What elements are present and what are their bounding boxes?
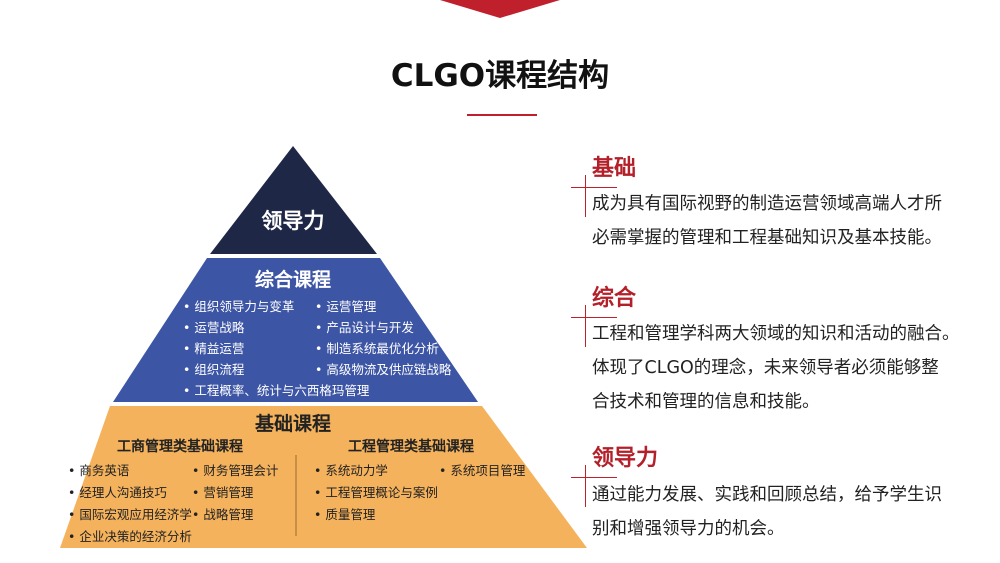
section-line: 合技术和管理的信息和技能。 — [592, 392, 820, 412]
list-item: 系统动力学 — [314, 460, 438, 482]
list-item: 组织领导力与变革 — [183, 296, 369, 317]
section-marker — [571, 317, 617, 318]
list-item: 组织流程 — [183, 359, 369, 380]
top-red-triangle — [440, 0, 560, 18]
section-heading: 综合 — [592, 286, 637, 311]
list-item: 高级物流及供应链战略 — [315, 359, 451, 380]
list-item: 质量管理 — [314, 504, 438, 526]
tier-integrated-title: 综合课程 — [254, 269, 331, 291]
list-item: 国际宏观应用经济学 — [68, 504, 192, 526]
section-marker — [571, 187, 617, 188]
section-line: 体现了CLGO的理念，未来领导者必须能够整 — [592, 358, 939, 378]
tier-leadership-title: 领导力 — [261, 209, 325, 233]
section-marker — [585, 305, 586, 347]
list-item: 工程管理概论与案例 — [314, 482, 438, 504]
integrated-right-list: 运营管理 产品设计与开发 制造系统最优化分析 高级物流及供应链战略 — [315, 296, 451, 380]
tier-foundation-title: 基础课程 — [254, 413, 331, 435]
list-item: 战略管理 — [192, 504, 278, 526]
title-underline — [467, 114, 537, 116]
engineering-col2-list: 系统项目管理 — [439, 460, 525, 482]
engineering-foundation-title: 工程管理类基础课程 — [348, 439, 474, 455]
section-line: 必需掌握的管理和工程基础知识及基本技能。 — [592, 228, 942, 248]
section-heading: 领导力 — [592, 446, 659, 471]
section-marker — [585, 465, 586, 507]
list-item: 工程概率、统计与六西格玛管理 — [183, 380, 369, 401]
section-line: 别和增强领导力的机会。 — [592, 519, 785, 539]
engineering-col1-list: 系统动力学 工程管理概论与案例 质量管理 — [314, 460, 438, 526]
section-body: 工程和管理学科两大领域的知识和活动的融合。 体现了CLGO的理念，未来领导者必须… — [592, 317, 1000, 419]
list-item: 运营战略 — [183, 317, 369, 338]
section-line: 通过能力发展、实践和回顾总结，给予学生识 — [592, 485, 942, 505]
list-item: 产品设计与开发 — [315, 317, 451, 338]
section-heading: 基础 — [592, 156, 637, 181]
list-item: 营销管理 — [192, 482, 278, 504]
page-title: CLGO课程结构 — [390, 58, 610, 94]
list-item: 经理人沟通技巧 — [68, 482, 192, 504]
business-col1-list: 商务英语 经理人沟通技巧 国际宏观应用经济学 企业决策的经济分析 — [68, 460, 192, 548]
section-marker — [571, 477, 617, 478]
list-item: 系统项目管理 — [439, 460, 525, 482]
business-col2-list: 财务管理会计 营销管理 战略管理 — [192, 460, 278, 526]
pyramid-top-tier — [210, 146, 377, 254]
business-foundation-title: 工商管理类基础课程 — [117, 439, 243, 455]
section-line: 成为具有国际视野的制造运营领域高端人才所 — [592, 194, 942, 214]
list-item: 企业决策的经济分析 — [68, 526, 192, 548]
list-item: 商务英语 — [68, 460, 192, 482]
section-body: 通过能力发展、实践和回顾总结，给予学生识 别和增强领导力的机会。 — [592, 478, 1000, 546]
list-item: 精益运营 — [183, 338, 369, 359]
section-body: 成为具有国际视野的制造运营领域高端人才所 必需掌握的管理和工程基础知识及基本技能… — [592, 187, 1000, 255]
list-item: 制造系统最优化分析 — [315, 338, 451, 359]
section-line: 工程和管理学科两大领域的知识和活动的融合。 — [592, 324, 960, 344]
list-item: 财务管理会计 — [192, 460, 278, 482]
section-marker — [585, 175, 586, 217]
list-item: 运营管理 — [315, 296, 451, 317]
integrated-left-list: 组织领导力与变革 运营战略 精益运营 组织流程 工程概率、统计与六西格玛管理 — [183, 296, 369, 401]
